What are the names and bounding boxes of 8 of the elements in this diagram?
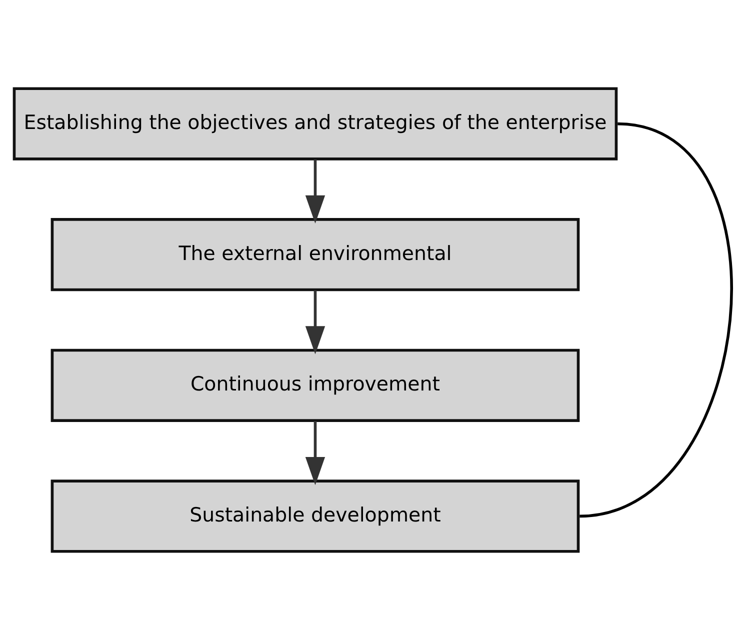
node-box: Sustainable development (50, 480, 580, 553)
node-box: Continuous improvement (50, 348, 580, 422)
arrow (305, 290, 326, 354)
arrow (305, 160, 326, 224)
node-box: The external environmental (50, 218, 580, 292)
connector (579, 122, 732, 518)
arrow (305, 421, 326, 486)
node-box: Establishing the objectives and strategies of the enterprise (12, 87, 618, 160)
